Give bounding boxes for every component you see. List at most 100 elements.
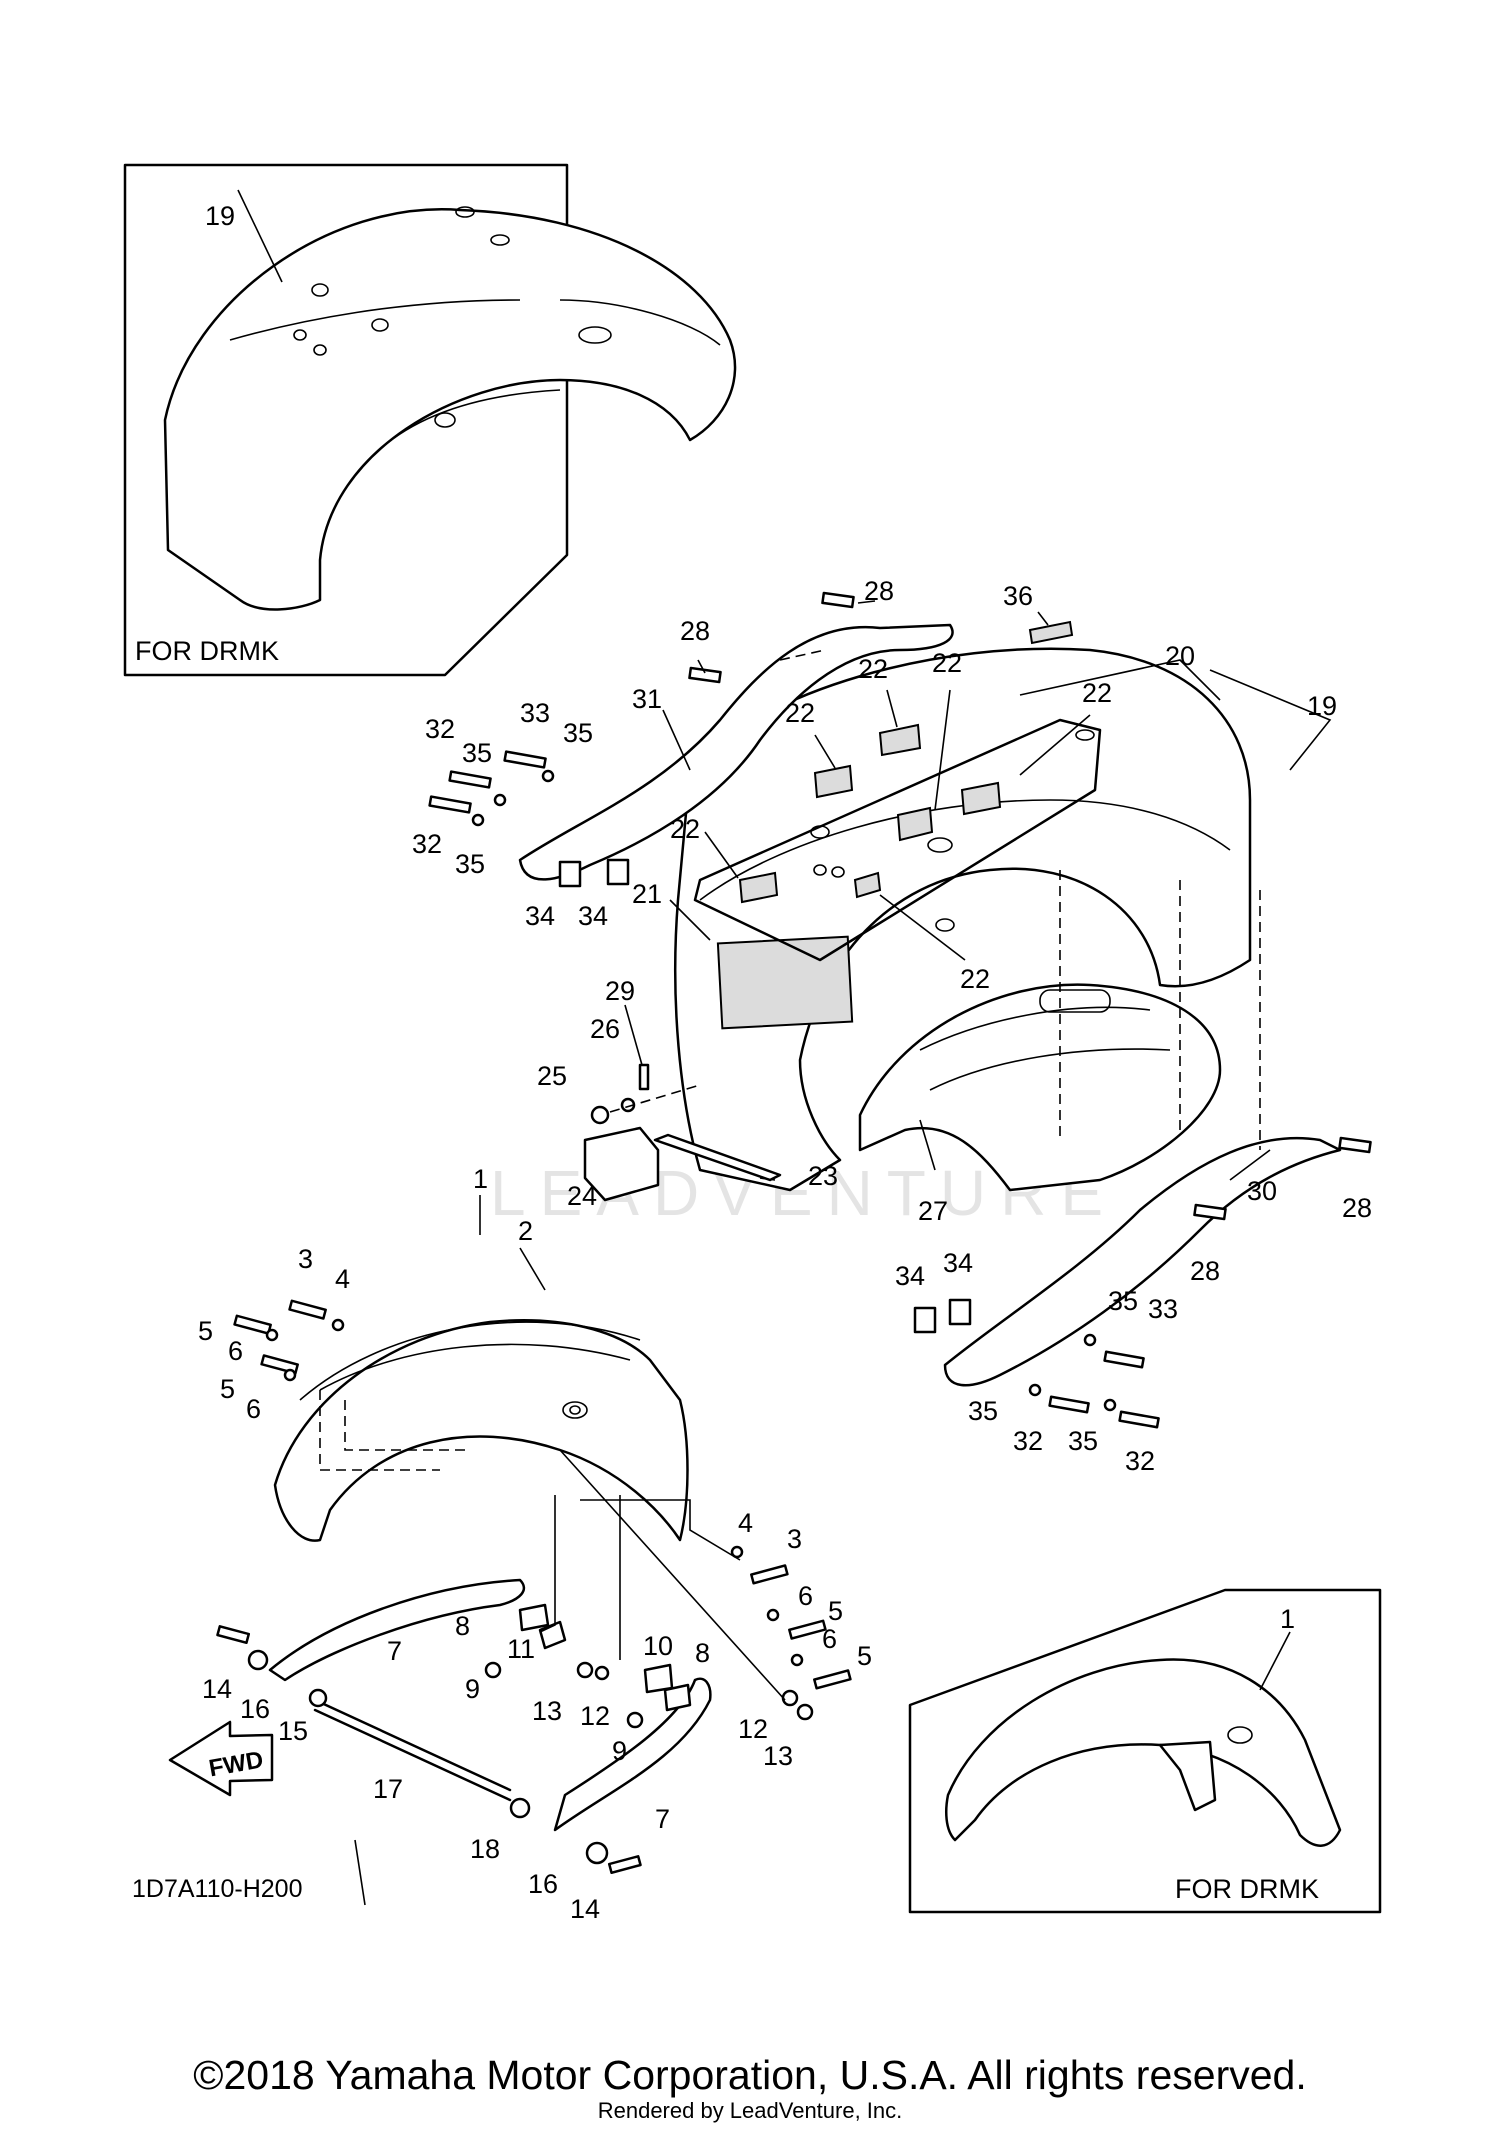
callout-18: 18 <box>470 1834 500 1864</box>
inset-mount-hole <box>313 344 327 356</box>
leader-line <box>662 709 691 771</box>
leader-line <box>934 689 951 811</box>
inset-label-bottom-right: FOR DRMK <box>1175 1874 1319 1904</box>
leader-line <box>704 831 739 879</box>
front-fender-stripe <box>319 1343 631 1391</box>
callout-33: 33 <box>1148 1294 1178 1324</box>
clamp-8 <box>663 1683 692 1712</box>
copyright-notice: ©2018 Yamaha Motor Corporation, U.S.A. A… <box>193 2052 1307 2098</box>
rendered-by-notice: Rendered by LeadVenture, Inc. <box>597 2098 903 2123</box>
callout-17: 17 <box>373 1774 403 1804</box>
washer-16 <box>247 1649 269 1671</box>
collar-34 <box>913 1306 937 1334</box>
inset-front-fender-drmk: FOR DRMK <box>908 1588 1382 1914</box>
pad-22 <box>960 781 1002 816</box>
callout-numbers: 28 36 28 22 22 20 19 33 35 31 22 22 3 2 3… <box>198 576 1372 1924</box>
callout-31: 31 <box>632 684 662 714</box>
inset-fender-crease <box>229 299 521 341</box>
tail-block <box>583 1126 660 1202</box>
front-fender <box>273 1319 689 1542</box>
inset-emblem <box>578 326 612 344</box>
pad-22 <box>878 723 922 757</box>
bolt-25 <box>590 1105 610 1125</box>
callout-20: 20 <box>1165 641 1195 671</box>
axle-17 <box>313 1698 512 1792</box>
axle-17 <box>313 1708 512 1802</box>
washer-35 <box>493 793 507 807</box>
leader-line <box>1019 714 1091 776</box>
callout-19: 19 <box>1307 691 1337 721</box>
washer-35 <box>1083 1333 1097 1347</box>
bolt-13 <box>796 1703 814 1721</box>
bolt-5 <box>260 1354 299 1375</box>
pad-22 <box>896 806 934 842</box>
leader-line <box>697 659 706 674</box>
callout-29: 29 <box>605 976 635 1006</box>
callout-34: 34 <box>525 901 555 931</box>
callout-12: 12 <box>580 1701 610 1731</box>
callout-7: 7 <box>387 1636 402 1666</box>
mount-hole <box>831 866 845 878</box>
washer-35 <box>471 813 485 827</box>
callout-36: 36 <box>1003 581 1033 611</box>
license-bracket <box>716 935 854 1030</box>
front-fender-stripe <box>299 1321 641 1401</box>
assembly-dash <box>344 1400 470 1451</box>
callout-30: 30 <box>1247 1176 1277 1206</box>
callout-6: 6 <box>228 1336 243 1366</box>
callout-27: 27 <box>918 1196 948 1226</box>
callout-11: 11 <box>507 1634 535 1664</box>
leader-line <box>1037 611 1049 626</box>
bolt-14 <box>607 1855 642 1874</box>
washer-6 <box>265 1328 279 1342</box>
bolt-9 <box>484 1661 502 1679</box>
callout-35: 35 <box>455 849 485 879</box>
decal-36 <box>1028 620 1074 645</box>
bolt-3 <box>288 1299 327 1320</box>
callout-2: 2 <box>518 1216 533 1246</box>
callout-28: 28 <box>680 616 710 646</box>
bolt-28 <box>1193 1203 1227 1221</box>
callout-3: 3 <box>787 1524 802 1554</box>
callout-22: 22 <box>960 964 990 994</box>
callout-12: 12 <box>738 1714 768 1744</box>
callout-5: 5 <box>220 1374 235 1404</box>
callout-13: 13 <box>763 1741 793 1771</box>
inset-frame-top-left <box>123 163 569 677</box>
bolt-5 <box>813 1669 852 1690</box>
collar-34 <box>558 860 582 888</box>
callout-5: 5 <box>198 1316 213 1346</box>
pad-group-bracket <box>693 718 1102 962</box>
assembly-dash <box>779 649 826 661</box>
callout-10: 10 <box>643 1631 673 1661</box>
front-fender-emblem <box>562 1401 588 1419</box>
callout-4: 4 <box>738 1508 753 1538</box>
front-fender-emblem-center <box>569 1405 581 1415</box>
callout-5: 5 <box>857 1641 872 1671</box>
callout-6: 6 <box>822 1624 837 1654</box>
inset-front-fender-shape <box>945 1658 1342 1847</box>
callout-16: 16 <box>528 1869 558 1899</box>
callout-22: 22 <box>785 698 815 728</box>
bolt-32 <box>1118 1410 1160 1429</box>
washer-35 <box>1028 1383 1042 1397</box>
callout-22: 22 <box>932 648 962 678</box>
bolt-28 <box>821 591 855 609</box>
nut-12 <box>594 1665 610 1681</box>
inner-fender-slot <box>1039 989 1111 1013</box>
callout-35: 35 <box>462 738 492 768</box>
callout-8: 8 <box>455 1611 470 1641</box>
inset-rear-fender-drmk: 19 FOR DRMK <box>123 163 737 677</box>
callout-22: 22 <box>670 814 700 844</box>
fender-strut-left <box>943 1136 1342 1387</box>
leader-line <box>919 1119 936 1171</box>
washer-4 <box>331 1318 345 1332</box>
bolt-9 <box>626 1711 644 1729</box>
callout-28: 28 <box>864 576 894 606</box>
callout-35: 35 <box>563 718 593 748</box>
callout-33: 33 <box>520 698 550 728</box>
bolt-28 <box>688 666 722 684</box>
collar-34 <box>606 858 630 886</box>
mount-hole <box>813 864 827 876</box>
